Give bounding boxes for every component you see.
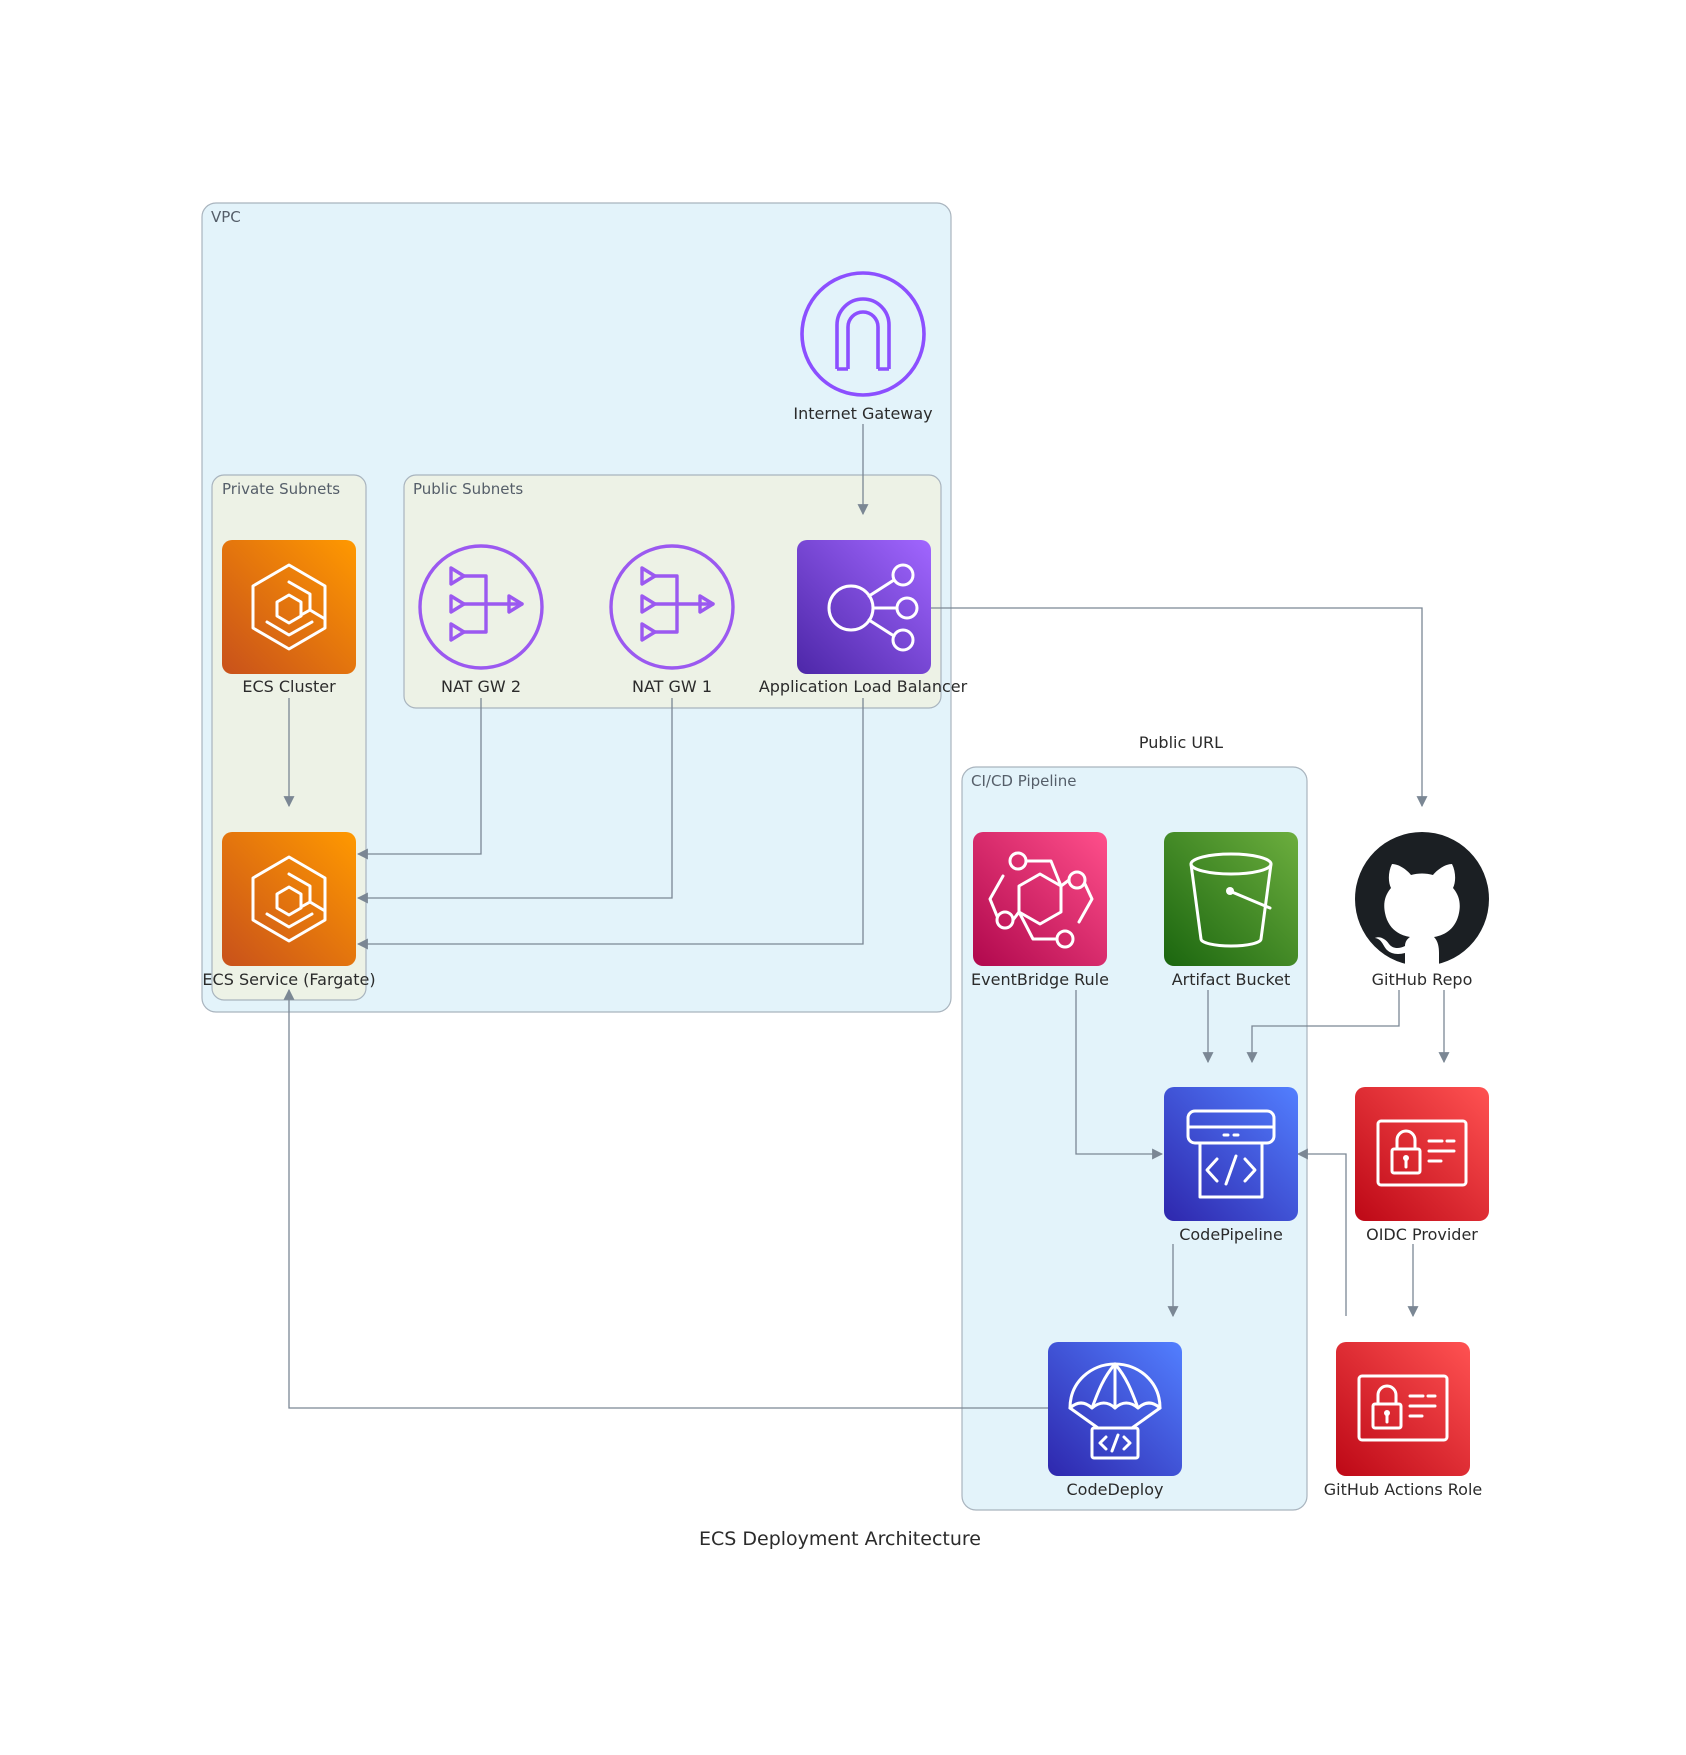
ecs-service-node[interactable]: [222, 832, 356, 966]
codepipeline-icon: [1186, 1109, 1276, 1199]
nat-gw-2-label: NAT GW 2: [441, 677, 521, 696]
edge-alb-to-github: [931, 607, 1428, 808]
edge-role-to-codepipeline: [1296, 1148, 1347, 1316]
oidc-provider-label: OIDC Provider: [1366, 1225, 1478, 1244]
diagram-title: ECS Deployment Architecture: [699, 1528, 981, 1550]
ecs-service-label: ECS Service (Fargate): [202, 970, 375, 989]
github-actions-role-label: GitHub Actions Role: [1324, 1480, 1483, 1499]
edge-natgw1-to-service: [356, 698, 673, 904]
codepipeline-node[interactable]: [1164, 1087, 1298, 1221]
alb-label: Application Load Balancer: [759, 677, 968, 696]
public-url-label: Public URL: [1139, 733, 1223, 752]
github-icon: [1355, 832, 1489, 966]
vpc-label: VPC: [211, 208, 241, 226]
eventbridge-icon: [988, 851, 1094, 949]
oidc-provider-node[interactable]: [1355, 1087, 1489, 1221]
artifact-bucket-label: Artifact Bucket: [1172, 970, 1291, 989]
nat-gw-1-label: NAT GW 1: [632, 677, 712, 696]
internet-gateway-node[interactable]: [800, 271, 926, 397]
github-repo-node[interactable]: [1355, 832, 1489, 966]
s3-bucket-icon: [1189, 852, 1273, 948]
eventbridge-rule-node[interactable]: [973, 832, 1107, 966]
edge-alb-to-service: [356, 698, 864, 950]
edge-codedeploy-to-service: [283, 988, 1048, 1409]
alb-node[interactable]: [797, 540, 931, 674]
github-repo-label: GitHub Repo: [1372, 970, 1473, 989]
load-balancer-icon: [827, 563, 919, 652]
codedeploy-label: CodeDeploy: [1067, 1480, 1164, 1499]
private-subnets-label: Private Subnets: [222, 480, 340, 498]
edge-natgw2-to-service: [356, 698, 482, 860]
github-actions-role-node[interactable]: [1336, 1342, 1470, 1476]
edge-github-to-codepipeline: [1246, 990, 1400, 1064]
artifact-bucket-node[interactable]: [1164, 832, 1298, 966]
cicd-label: CI/CD Pipeline: [971, 772, 1076, 790]
edges: [283, 424, 1450, 1409]
public-subnets-label: Public Subnets: [413, 480, 523, 498]
codepipeline-label: CodePipeline: [1179, 1225, 1283, 1244]
codedeploy-node[interactable]: [1048, 1342, 1182, 1476]
eventbridge-rule-label: EventBridge Rule: [971, 970, 1109, 989]
edge-eventbridge-to-codepipeline: [1075, 990, 1164, 1160]
internet-gateway-icon: [800, 271, 926, 397]
ecs-cluster-label: ECS Cluster: [242, 677, 336, 696]
internet-gateway-label: Internet Gateway: [793, 404, 932, 423]
codedeploy-icon: [1068, 1362, 1162, 1460]
ecs-cluster-node[interactable]: [222, 540, 356, 674]
